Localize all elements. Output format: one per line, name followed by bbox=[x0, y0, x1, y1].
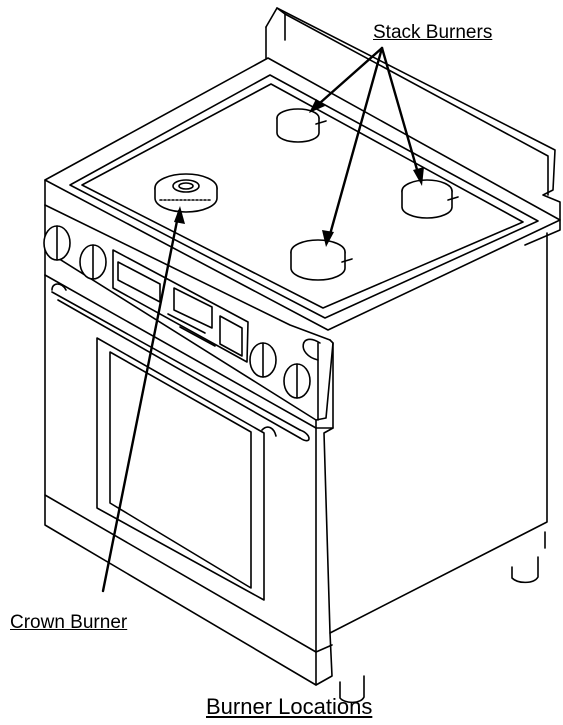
knob-right-2 bbox=[283, 363, 311, 399]
arrow-heads bbox=[174, 99, 424, 247]
arrow-crown bbox=[101, 209, 181, 593]
cooktop-surface bbox=[44, 57, 561, 341]
oven-door bbox=[44, 274, 317, 653]
side-panel bbox=[315, 232, 548, 634]
arrowhead-stack-rear bbox=[309, 99, 325, 113]
arrow-stack-front bbox=[327, 46, 384, 240]
feet bbox=[339, 531, 546, 704]
knob-left-1 bbox=[43, 225, 71, 261]
arrowhead-stack-right bbox=[413, 167, 424, 186]
back-guard bbox=[265, 7, 561, 246]
stack-burner-front bbox=[290, 239, 353, 281]
stack-burner-right bbox=[401, 179, 459, 219]
stack-burner-rear bbox=[276, 108, 327, 143]
arrow-stack-rear bbox=[310, 46, 384, 112]
arrowhead-stack-front bbox=[322, 230, 334, 247]
arrow-stack-right bbox=[380, 46, 422, 182]
knob-left-2 bbox=[79, 244, 107, 280]
knob-right-1 bbox=[249, 342, 277, 378]
kick-plate bbox=[44, 494, 333, 686]
crown-burner-label: Crown Burner bbox=[10, 612, 128, 633]
arrowhead-crown bbox=[174, 206, 185, 224]
stack-burners-label: Stack Burners bbox=[373, 22, 493, 43]
figure-caption: Burner Locations bbox=[206, 694, 373, 719]
crown-burner bbox=[154, 173, 218, 213]
leader-arrows bbox=[101, 46, 422, 593]
